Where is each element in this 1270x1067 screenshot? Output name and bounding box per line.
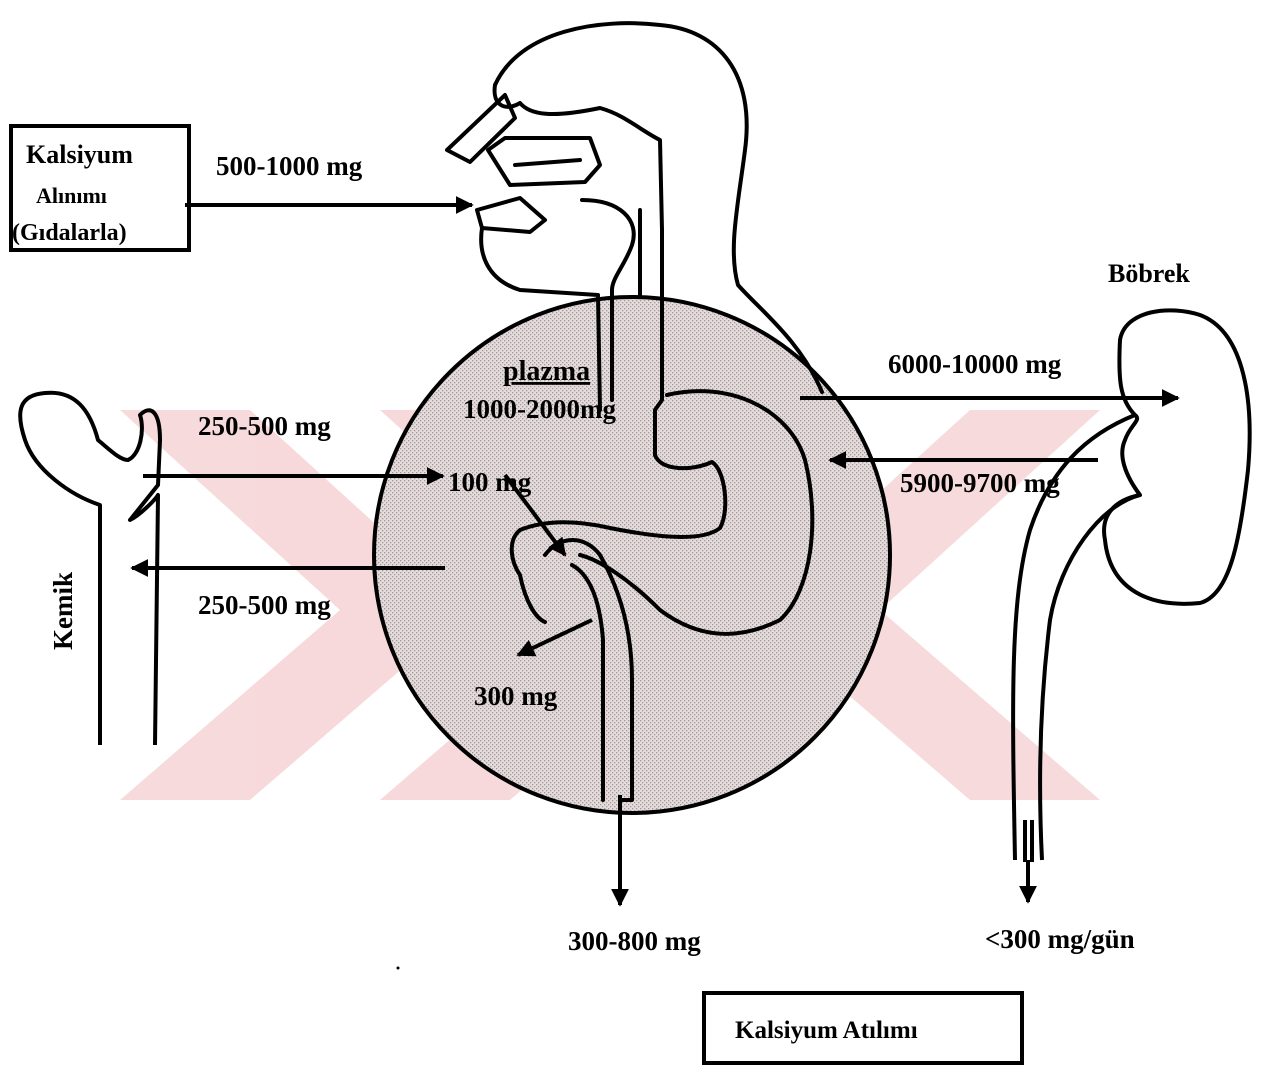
- kidney-label: Böbrek: [1108, 259, 1190, 288]
- plasma-title: plazma: [503, 356, 590, 387]
- gut-absorbed-label: 100 mg: [448, 467, 532, 497]
- plasma-to-bone-label: 250-500 mg: [198, 590, 331, 620]
- intake-box-line1: Kalsiyum: [26, 140, 133, 169]
- fecal-excretion-label: 300-800 mg: [568, 926, 701, 956]
- bone-to-plasma-label: 250-500 mg: [198, 411, 331, 441]
- bone-label: Kemik: [48, 572, 78, 650]
- gut-secreted-label: 300 mg: [474, 681, 558, 711]
- intake-amount-label: 500-1000 mg: [216, 151, 363, 181]
- kidney-filtered-label: 6000-10000 mg: [888, 349, 1062, 379]
- urinary-excretion-label: <300 mg/gün: [985, 924, 1135, 954]
- kidney-reabsorbed-label: 5900-9700 mg: [900, 468, 1060, 498]
- stray-dot: [397, 967, 400, 970]
- plasma-amount-label: 1000-2000mg: [463, 394, 616, 424]
- intake-box-line3: (Gıdalarla): [12, 220, 127, 246]
- intake-box-line2: Alınımı: [36, 183, 107, 208]
- excretion-box-label: Kalsiyum Atılımı: [735, 1017, 918, 1044]
